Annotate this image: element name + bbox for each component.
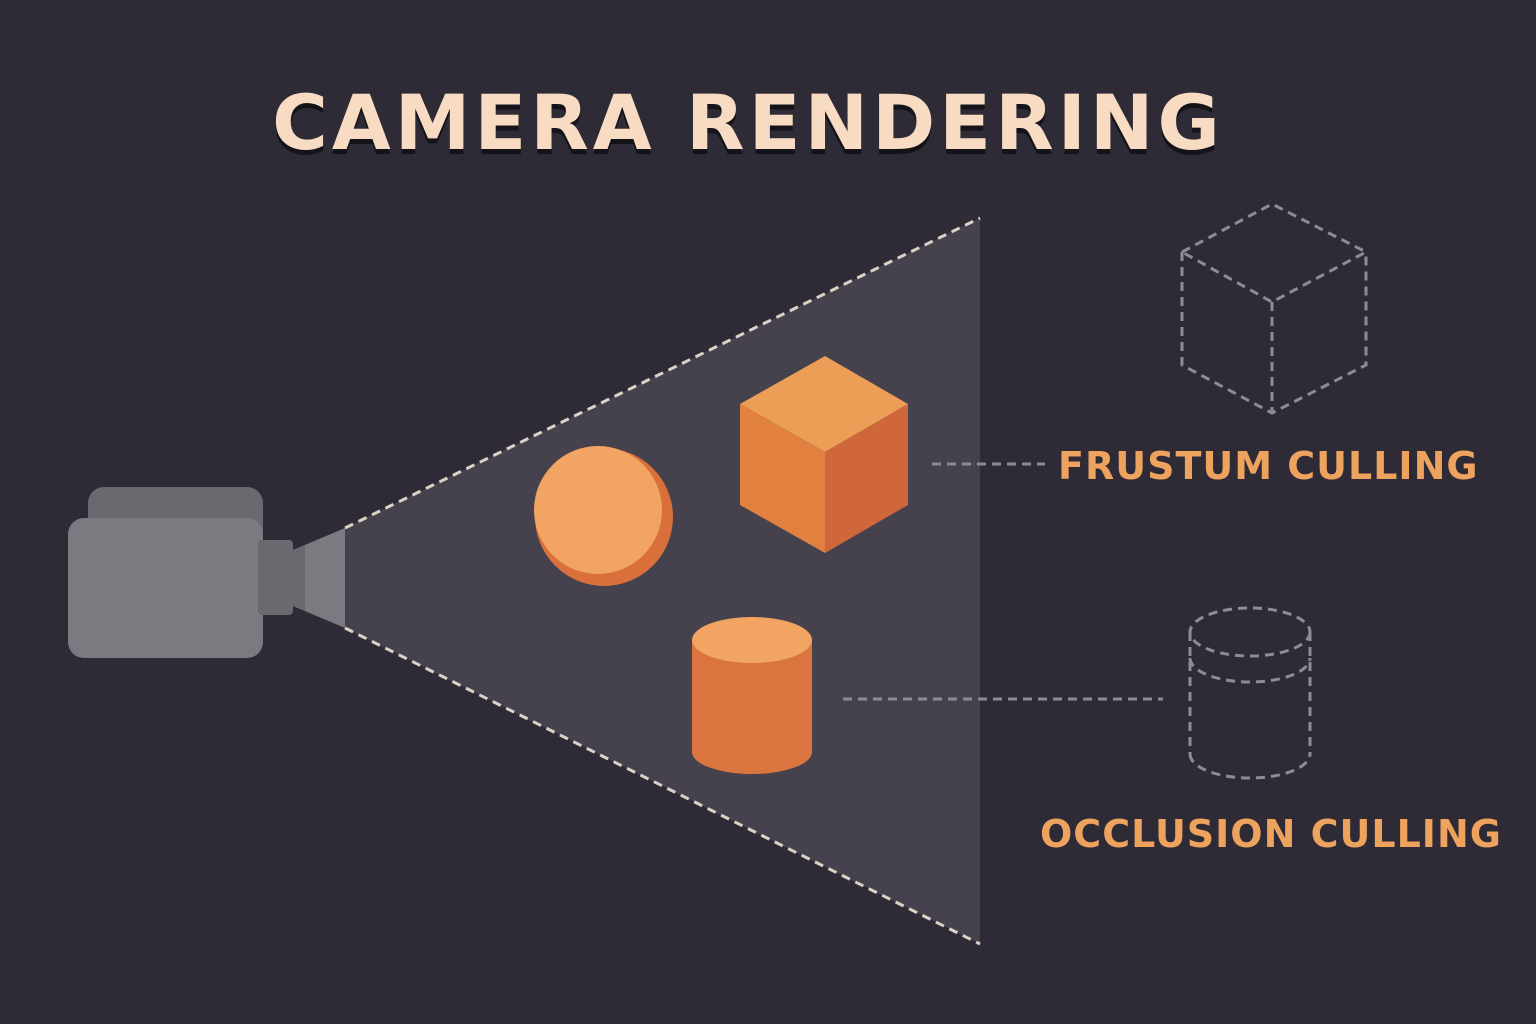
culled-cylinder-outline-icon [1188, 606, 1312, 780]
sphere-icon [534, 446, 673, 586]
cube-icon [740, 356, 908, 553]
occlusion-culling-label: OCCLUSION CULLING [1040, 812, 1502, 856]
view-frustum [344, 216, 981, 946]
culled-cube-outline-icon [1178, 202, 1370, 415]
frustum-culling-label: FRUSTUM CULLING [1058, 444, 1479, 488]
camera-icon [68, 487, 345, 658]
page-title: CAMERA RENDERING [272, 78, 1224, 167]
cylinder-icon [692, 617, 812, 774]
